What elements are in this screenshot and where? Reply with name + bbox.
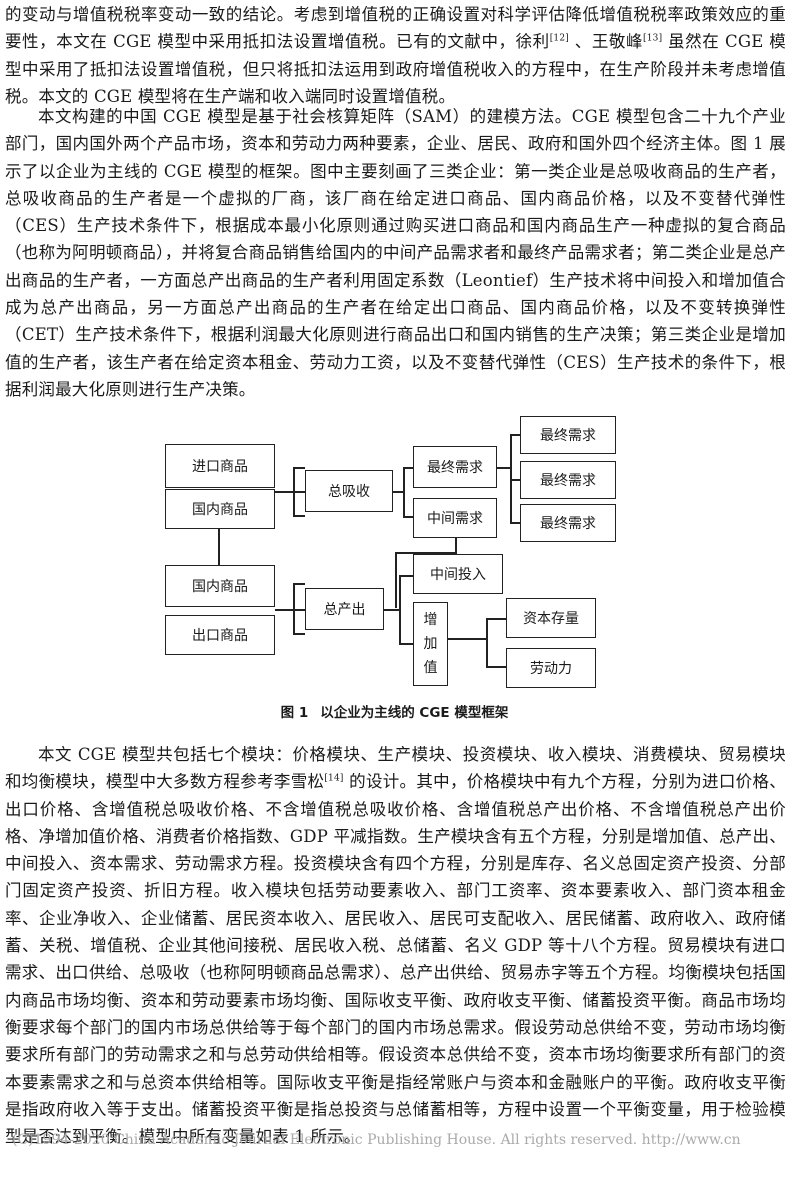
connector xyxy=(510,522,520,524)
connector xyxy=(486,618,488,668)
connector xyxy=(510,479,520,481)
paragraph-model-description: 本文构建的中国 CGE 模型是基于社会核算矩阵（SAM）的建模方法。CGE 模型… xyxy=(5,107,786,399)
total-output-box: 总产出 xyxy=(305,588,384,630)
connector xyxy=(218,528,220,568)
labor-box: 劳动力 xyxy=(506,648,596,688)
connector xyxy=(399,575,413,577)
capital-stock-box: 资本存量 xyxy=(506,598,596,638)
connector xyxy=(293,583,295,635)
connector xyxy=(497,467,512,469)
total-absorption-box: 总吸收 xyxy=(305,470,393,512)
paragraph-intro: 的变动与增值税税率变动一致的结论。考虑到增值税的正确设置对科学评估降低增值税税率… xyxy=(5,1,786,110)
connector xyxy=(293,583,305,585)
cge-framework-diagram: 进口商品 国内商品 总吸收 最终需求 中间需求 最终需求 最终需求 最终需求 国… xyxy=(165,412,625,697)
p1-text-a: 的变动与增值税税率变动一致的结论。考虑到增值税的正确设置对科学评估降低增值税税率… xyxy=(5,5,786,52)
connector xyxy=(486,666,506,668)
connector xyxy=(384,609,401,611)
ref-14: [14] xyxy=(324,773,344,784)
connector xyxy=(403,516,413,518)
p1-text-b: 、王敬峰 xyxy=(568,32,643,52)
connector xyxy=(293,467,305,469)
value-added-char-1: 增 xyxy=(423,612,438,628)
value-added-char-2: 加 xyxy=(423,636,438,652)
domestic-goods-box-top: 国内商品 xyxy=(165,489,275,529)
final-demand-box-2: 最终需求 xyxy=(520,461,616,499)
figure-caption: 图 1 以企业为主线的 CGE 模型框架 xyxy=(0,701,789,721)
connector xyxy=(510,434,520,436)
import-goods-box: 进口商品 xyxy=(165,444,275,488)
p1-text-c: 虽然在 CGE 模型中采用了抵扣法设置增值税，但只将抵扣法运用到政府增值税收入的… xyxy=(5,32,787,106)
figure-title: 以企业为主线的 CGE 模型框架 xyxy=(320,705,509,721)
connector xyxy=(448,638,488,640)
export-goods-box: 出口商品 xyxy=(165,615,275,655)
ref-13: [13] xyxy=(643,33,663,44)
p3-text-b: 的设计。其中，价格模块中有九个方程，分别为进口价格、出口价格、含增值税总吸收价格… xyxy=(5,772,786,1147)
connector xyxy=(395,552,397,608)
ref-12: [12] xyxy=(549,33,569,44)
final-demand-box-3: 最终需求 xyxy=(520,504,616,542)
intermediate-demand-box: 中间需求 xyxy=(413,498,497,538)
intermediate-input-box: 中间投入 xyxy=(413,554,503,594)
p3-text-a: 本文 CGE 模型共包括七个模块：价格模块、生产模块、投资模块、收入模块、消费模… xyxy=(5,745,786,792)
connector xyxy=(293,633,305,635)
connector xyxy=(275,491,295,493)
connector xyxy=(295,609,305,611)
connector xyxy=(486,618,506,620)
connector xyxy=(293,515,305,517)
connector xyxy=(293,468,295,517)
connector xyxy=(393,491,405,493)
value-added-box: 增 加 值 xyxy=(413,602,448,686)
connector xyxy=(403,467,405,517)
figure-label: 图 1 xyxy=(280,705,309,721)
copyright-watermark: (C)1994-2020 China Academic Journal Elec… xyxy=(12,1132,741,1148)
connector xyxy=(395,552,457,554)
paragraph-modules: 本文 CGE 模型共包括七个模块：价格模块、生产模块、投资模块、收入模块、消费模… xyxy=(5,741,786,1150)
connector xyxy=(455,528,457,554)
connector xyxy=(275,609,295,611)
connector xyxy=(295,491,305,493)
connector xyxy=(403,467,413,469)
value-added-char-3: 值 xyxy=(423,660,438,676)
connector xyxy=(399,575,401,645)
connector xyxy=(399,643,413,645)
domestic-goods-box-bottom: 国内商品 xyxy=(165,565,275,607)
final-demand-box-mid: 最终需求 xyxy=(413,446,497,488)
final-demand-box-1: 最终需求 xyxy=(520,416,616,454)
